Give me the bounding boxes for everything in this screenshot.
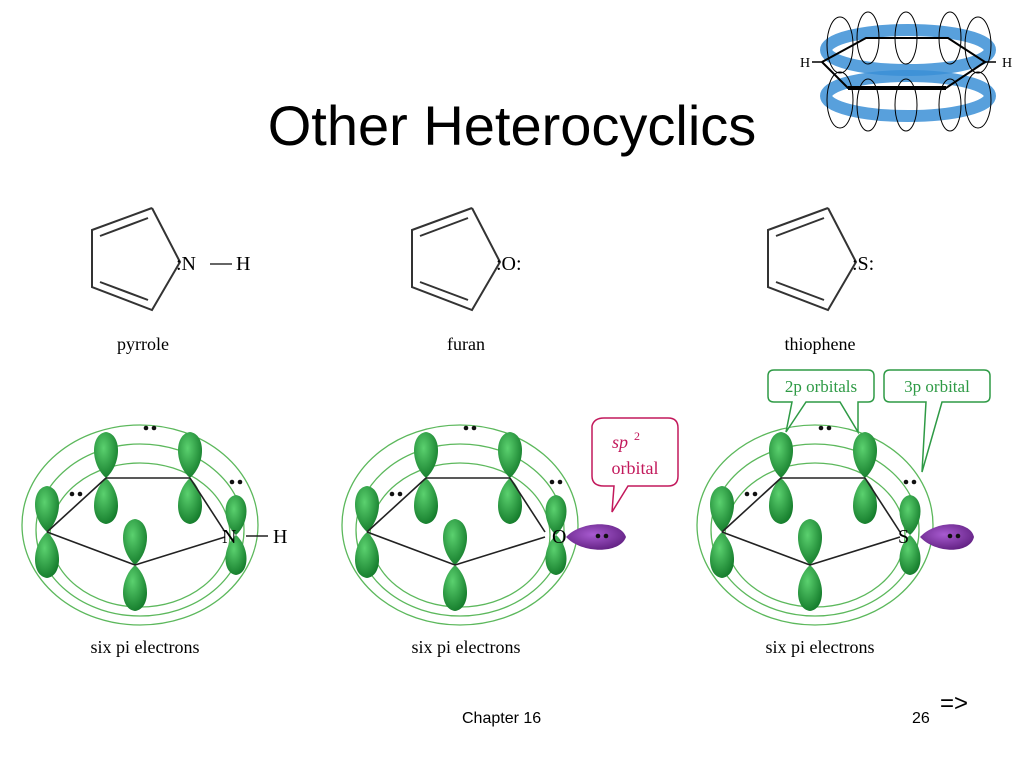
pyrrole-orbital-n: N [222, 526, 236, 548]
footer-chapter: Chapter 16 [462, 710, 542, 727]
pyrrole-name: pyrrole [117, 334, 169, 354]
thiophene-caption: six pi electrons [766, 637, 875, 657]
benzene-orbital-icon: H H [800, 11, 1012, 132]
pyrrole-caption: six pi electrons [91, 637, 200, 657]
next-arrow-link[interactable]: => [940, 690, 969, 717]
thiophene-orbital-diagram [696, 369, 991, 626]
furan-name: furan [447, 334, 485, 354]
furan-o-label: :O: [496, 253, 522, 275]
thiophene-name: thiophene [785, 334, 856, 354]
pyrrole-orbital-diagram [21, 424, 259, 626]
furan-structure [411, 207, 502, 312]
furan-orbital-diagram [341, 417, 679, 626]
thiophene-s-label: :S: [852, 253, 874, 275]
pyrrole-orbital-h: H [273, 526, 287, 548]
sp2-callout-sup: 2 [634, 429, 640, 443]
sp2-callout-line1: sp [612, 432, 628, 452]
benzene-h-right: H [1002, 56, 1012, 71]
2p-orbitals-callout: 2p orbitals [785, 377, 857, 396]
furan-orbital-o: O [552, 526, 566, 548]
pyrrole-n-label: :N [176, 253, 196, 275]
pyrrole-structure [91, 207, 182, 312]
slide-title: Other Heterocyclics [267, 94, 757, 157]
thiophene-structure [767, 207, 858, 312]
sp2-callout-line2: orbital [612, 458, 659, 478]
3p-orbital-callout: 3p orbital [904, 377, 970, 396]
thiophene-orbital-s: S [898, 526, 909, 548]
pyrrole-h-label: H [236, 253, 250, 275]
footer-page-number: 26 [912, 710, 930, 727]
furan-caption: six pi electrons [412, 637, 521, 657]
benzene-h-left: H [800, 56, 810, 71]
